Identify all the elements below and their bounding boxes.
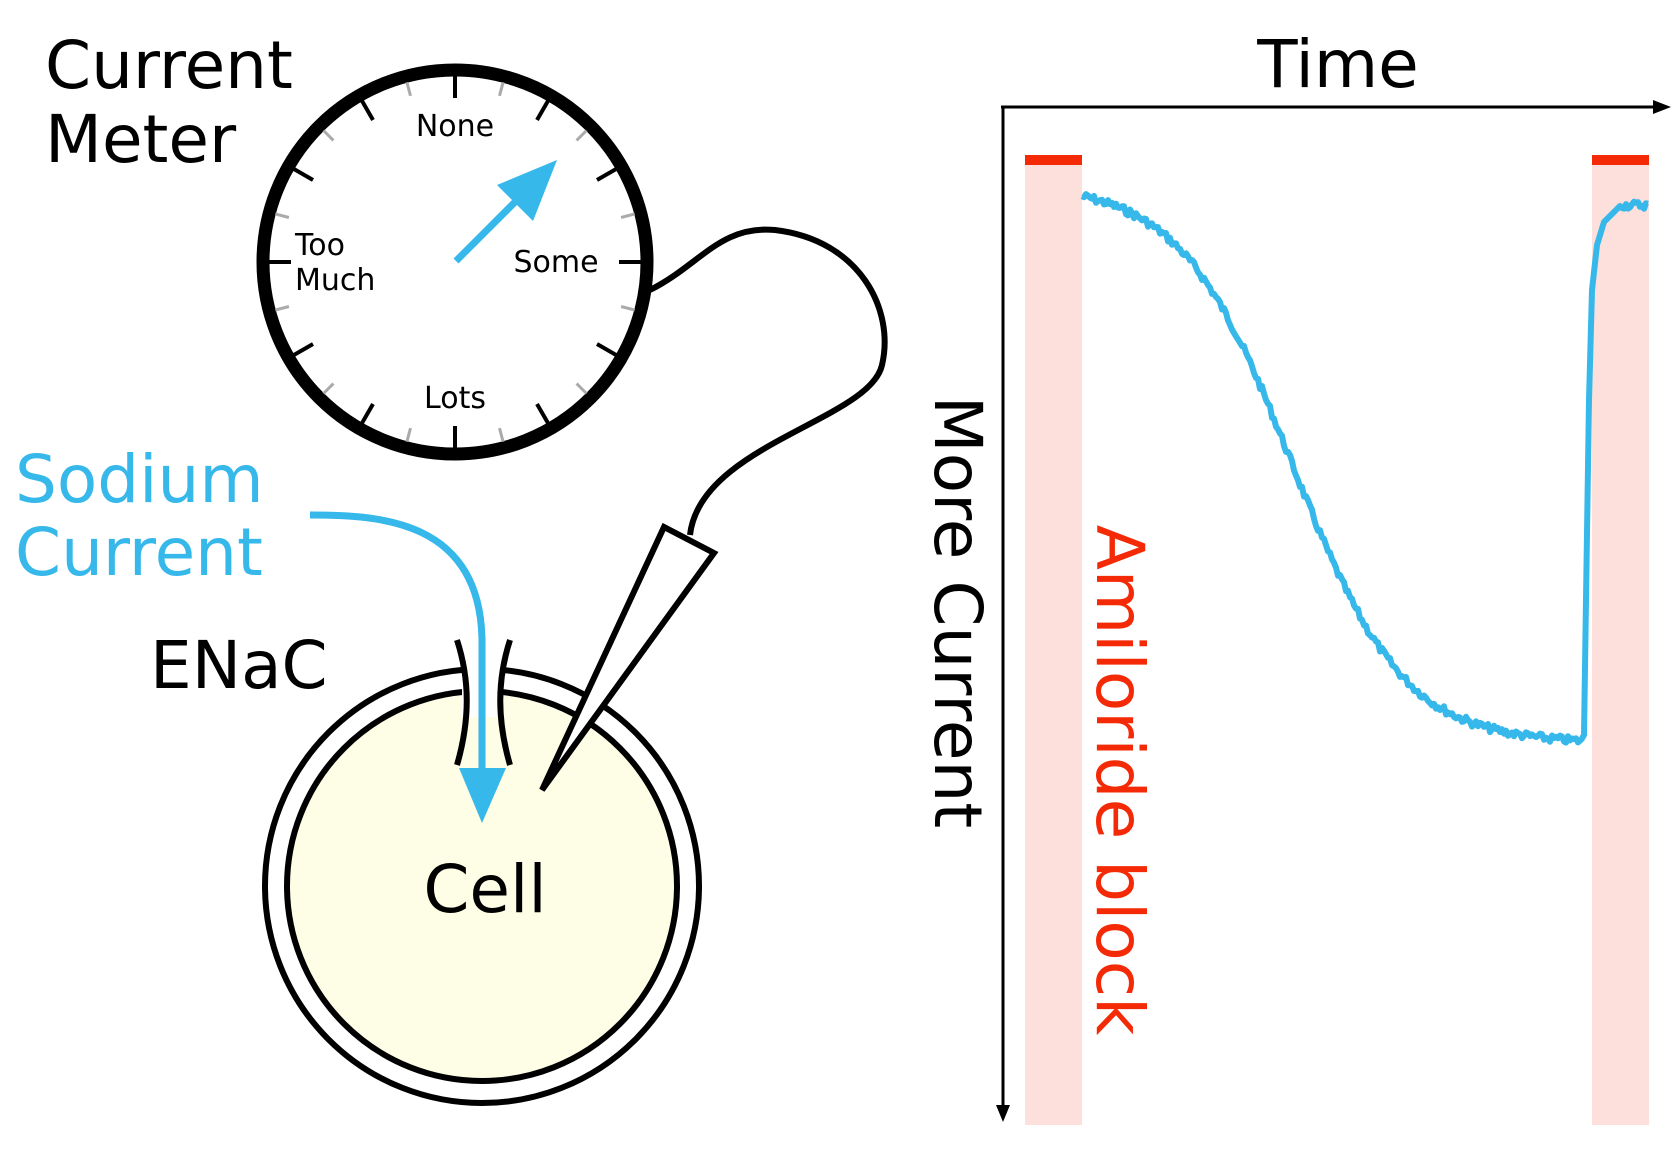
block-bar-left: [1025, 155, 1082, 165]
meter-ticks: [269, 76, 641, 448]
dial-minor-tick: [322, 382, 335, 395]
dial-label-none: None: [416, 109, 494, 144]
enac-channel-right: [497, 639, 513, 766]
dial-major-tick: [596, 342, 618, 357]
dial-label-too: Too: [294, 228, 345, 263]
enac-channel-left: [454, 639, 470, 766]
meter-title-line1: Current: [45, 27, 293, 104]
cell: [262, 639, 702, 1106]
dial-label-much: Much: [295, 263, 375, 298]
cell-label: Cell: [423, 851, 546, 928]
dial-minor-tick: [575, 382, 588, 395]
amiloride-block-label: Amiloride block: [1081, 525, 1158, 1036]
y-axis-label: More Current: [919, 396, 996, 828]
sodium-current-arrow: [309, 511, 506, 823]
block-shade-right: [1592, 160, 1649, 1125]
dial-label-some: Some: [513, 245, 598, 280]
dial-minor-tick: [620, 212, 636, 219]
needle-arrow-icon: [453, 160, 557, 264]
current-trace: [1080, 191, 1649, 746]
dial-major-tick: [292, 167, 314, 182]
dial-major-tick: [596, 167, 618, 182]
sodium-label-line1: Sodium: [15, 441, 264, 518]
block-shade-left: [1025, 160, 1082, 1125]
dial-major-tick: [360, 403, 375, 425]
current-meter: None Some Lots Too Much: [256, 63, 654, 461]
dial-minor-tick: [274, 305, 290, 312]
plot-axes: [996, 100, 1671, 1122]
electrode-wire: [648, 226, 888, 536]
dial-minor-tick: [322, 129, 335, 142]
dial-minor-tick: [274, 212, 290, 219]
enac-label: ENaC: [150, 627, 328, 704]
meter-title-line2: Meter: [45, 101, 237, 178]
dial-minor-tick: [620, 305, 636, 312]
dial-minor-tick: [405, 81, 412, 97]
dial-major-tick: [535, 403, 550, 425]
pipette-electrode-icon: [539, 522, 719, 792]
dial-label-lots: Lots: [424, 381, 486, 416]
block-bar-right: [1592, 155, 1649, 165]
dial-minor-tick: [498, 81, 505, 97]
dial-minor-tick: [498, 427, 505, 443]
dial-major-tick: [292, 342, 314, 357]
sodium-label-line2: Current: [15, 514, 263, 591]
dial-minor-tick: [405, 427, 412, 443]
dial-major-tick: [360, 99, 375, 121]
dial-minor-tick: [575, 129, 588, 142]
dial-major-tick: [535, 99, 550, 121]
x-axis-label: Time: [1256, 26, 1419, 103]
